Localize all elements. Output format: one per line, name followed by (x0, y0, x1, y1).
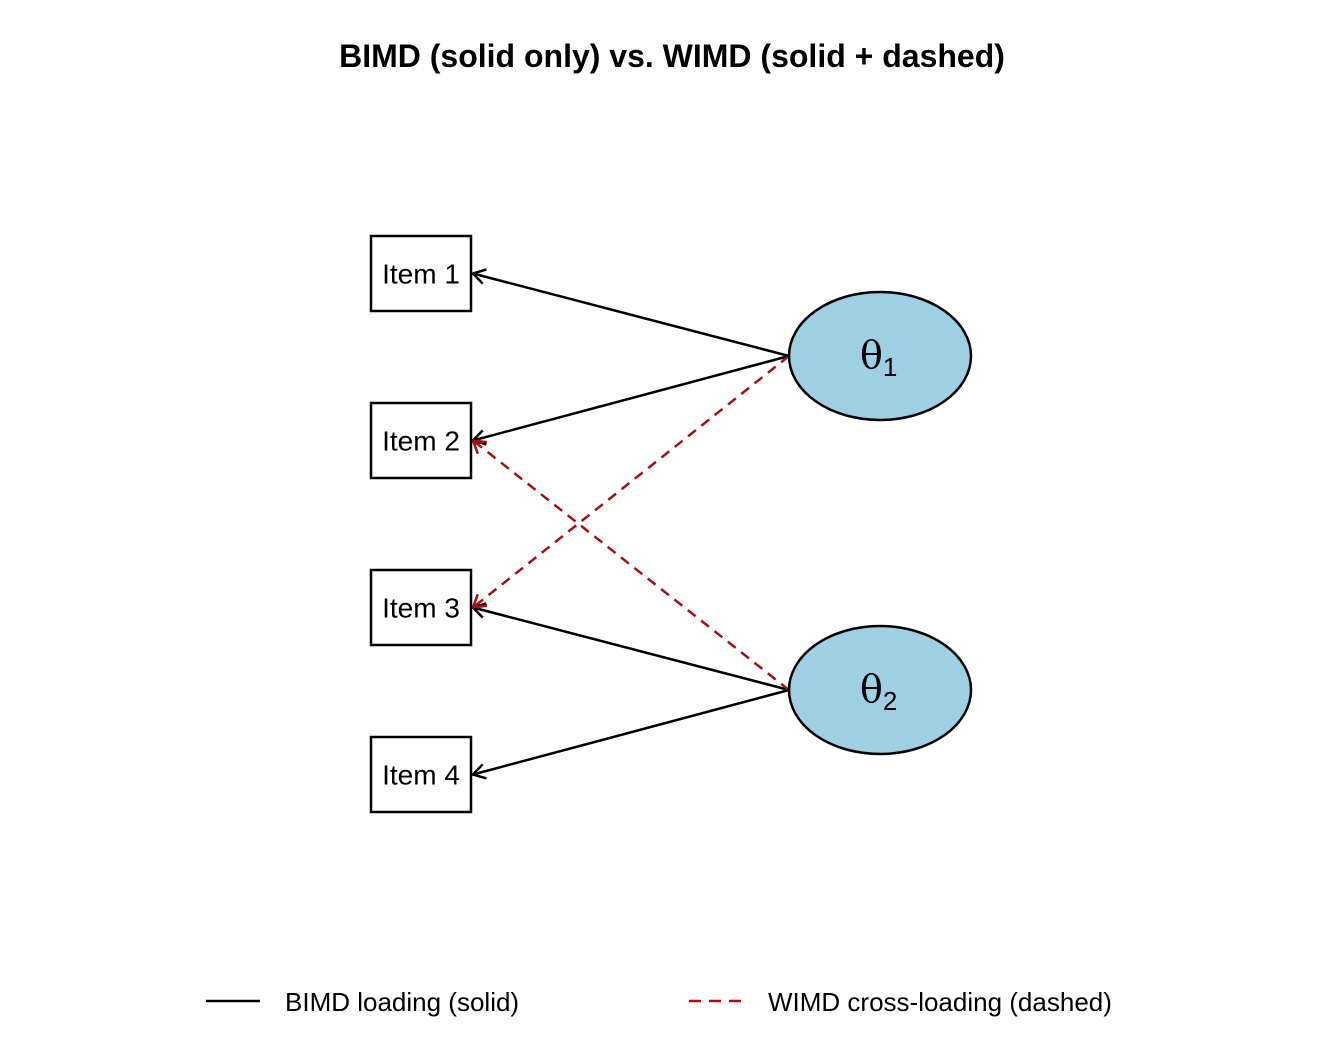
theta-symbol: θ (860, 667, 883, 711)
edge-theta1-item1 (470, 268, 790, 358)
item-box (369, 735, 473, 814)
item-box (369, 568, 473, 647)
edge-theta1-item2 (470, 354, 790, 446)
loading-line (472, 354, 790, 442)
item-node-4: Item 4 (369, 735, 473, 814)
diagram-title: BIMD (solid only) vs. WIMD (solid + dash… (339, 38, 1005, 74)
legend-dashed-label: WIMD cross-loading (dashed) (768, 987, 1112, 1017)
item-label: Item 1 (382, 259, 460, 290)
factor-label: θ2 (860, 667, 897, 716)
item-node-3: Item 3 (369, 568, 473, 647)
factor-ellipse (787, 290, 973, 422)
cross-loading-line (472, 355, 790, 609)
factor-subscript: 2 (883, 686, 897, 716)
item-box (369, 234, 473, 313)
item-label: Item 2 (382, 426, 460, 457)
loading-line (472, 688, 790, 776)
factor-node-2: θ2 (787, 624, 973, 756)
item-box (369, 401, 473, 480)
edge-theta1-item3 (471, 355, 790, 609)
factor-subscript: 1 (883, 352, 897, 382)
factor-ellipse (787, 624, 973, 756)
item-node-1: Item 1 (369, 234, 473, 313)
arrowhead-icon (470, 268, 487, 285)
items-layer: Item 1 Item 2 Item 3 Item 4 (369, 234, 473, 814)
loading-line (472, 606, 790, 692)
edge-theta2-item4 (470, 688, 790, 780)
edge-theta2-item3 (470, 602, 790, 692)
arrowhead-icon (470, 763, 487, 780)
cross-loading-line (472, 439, 790, 691)
arrowhead-icon (471, 439, 488, 455)
item-label: Item 3 (382, 593, 460, 624)
factor-label: θ1 (860, 333, 897, 382)
factor-node-1: θ1 (787, 290, 973, 422)
legend: BIMD loading (solid) WIMD cross-loading … (206, 987, 1112, 1017)
item-label: Item 4 (382, 760, 460, 791)
legend-solid-label: BIMD loading (solid) (285, 987, 519, 1017)
edges-layer (470, 268, 790, 780)
edge-theta2-item2 (471, 439, 790, 691)
item-node-2: Item 2 (369, 401, 473, 480)
theta-symbol: θ (860, 333, 883, 377)
loading-line (472, 272, 790, 358)
arrowhead-icon (471, 593, 488, 609)
